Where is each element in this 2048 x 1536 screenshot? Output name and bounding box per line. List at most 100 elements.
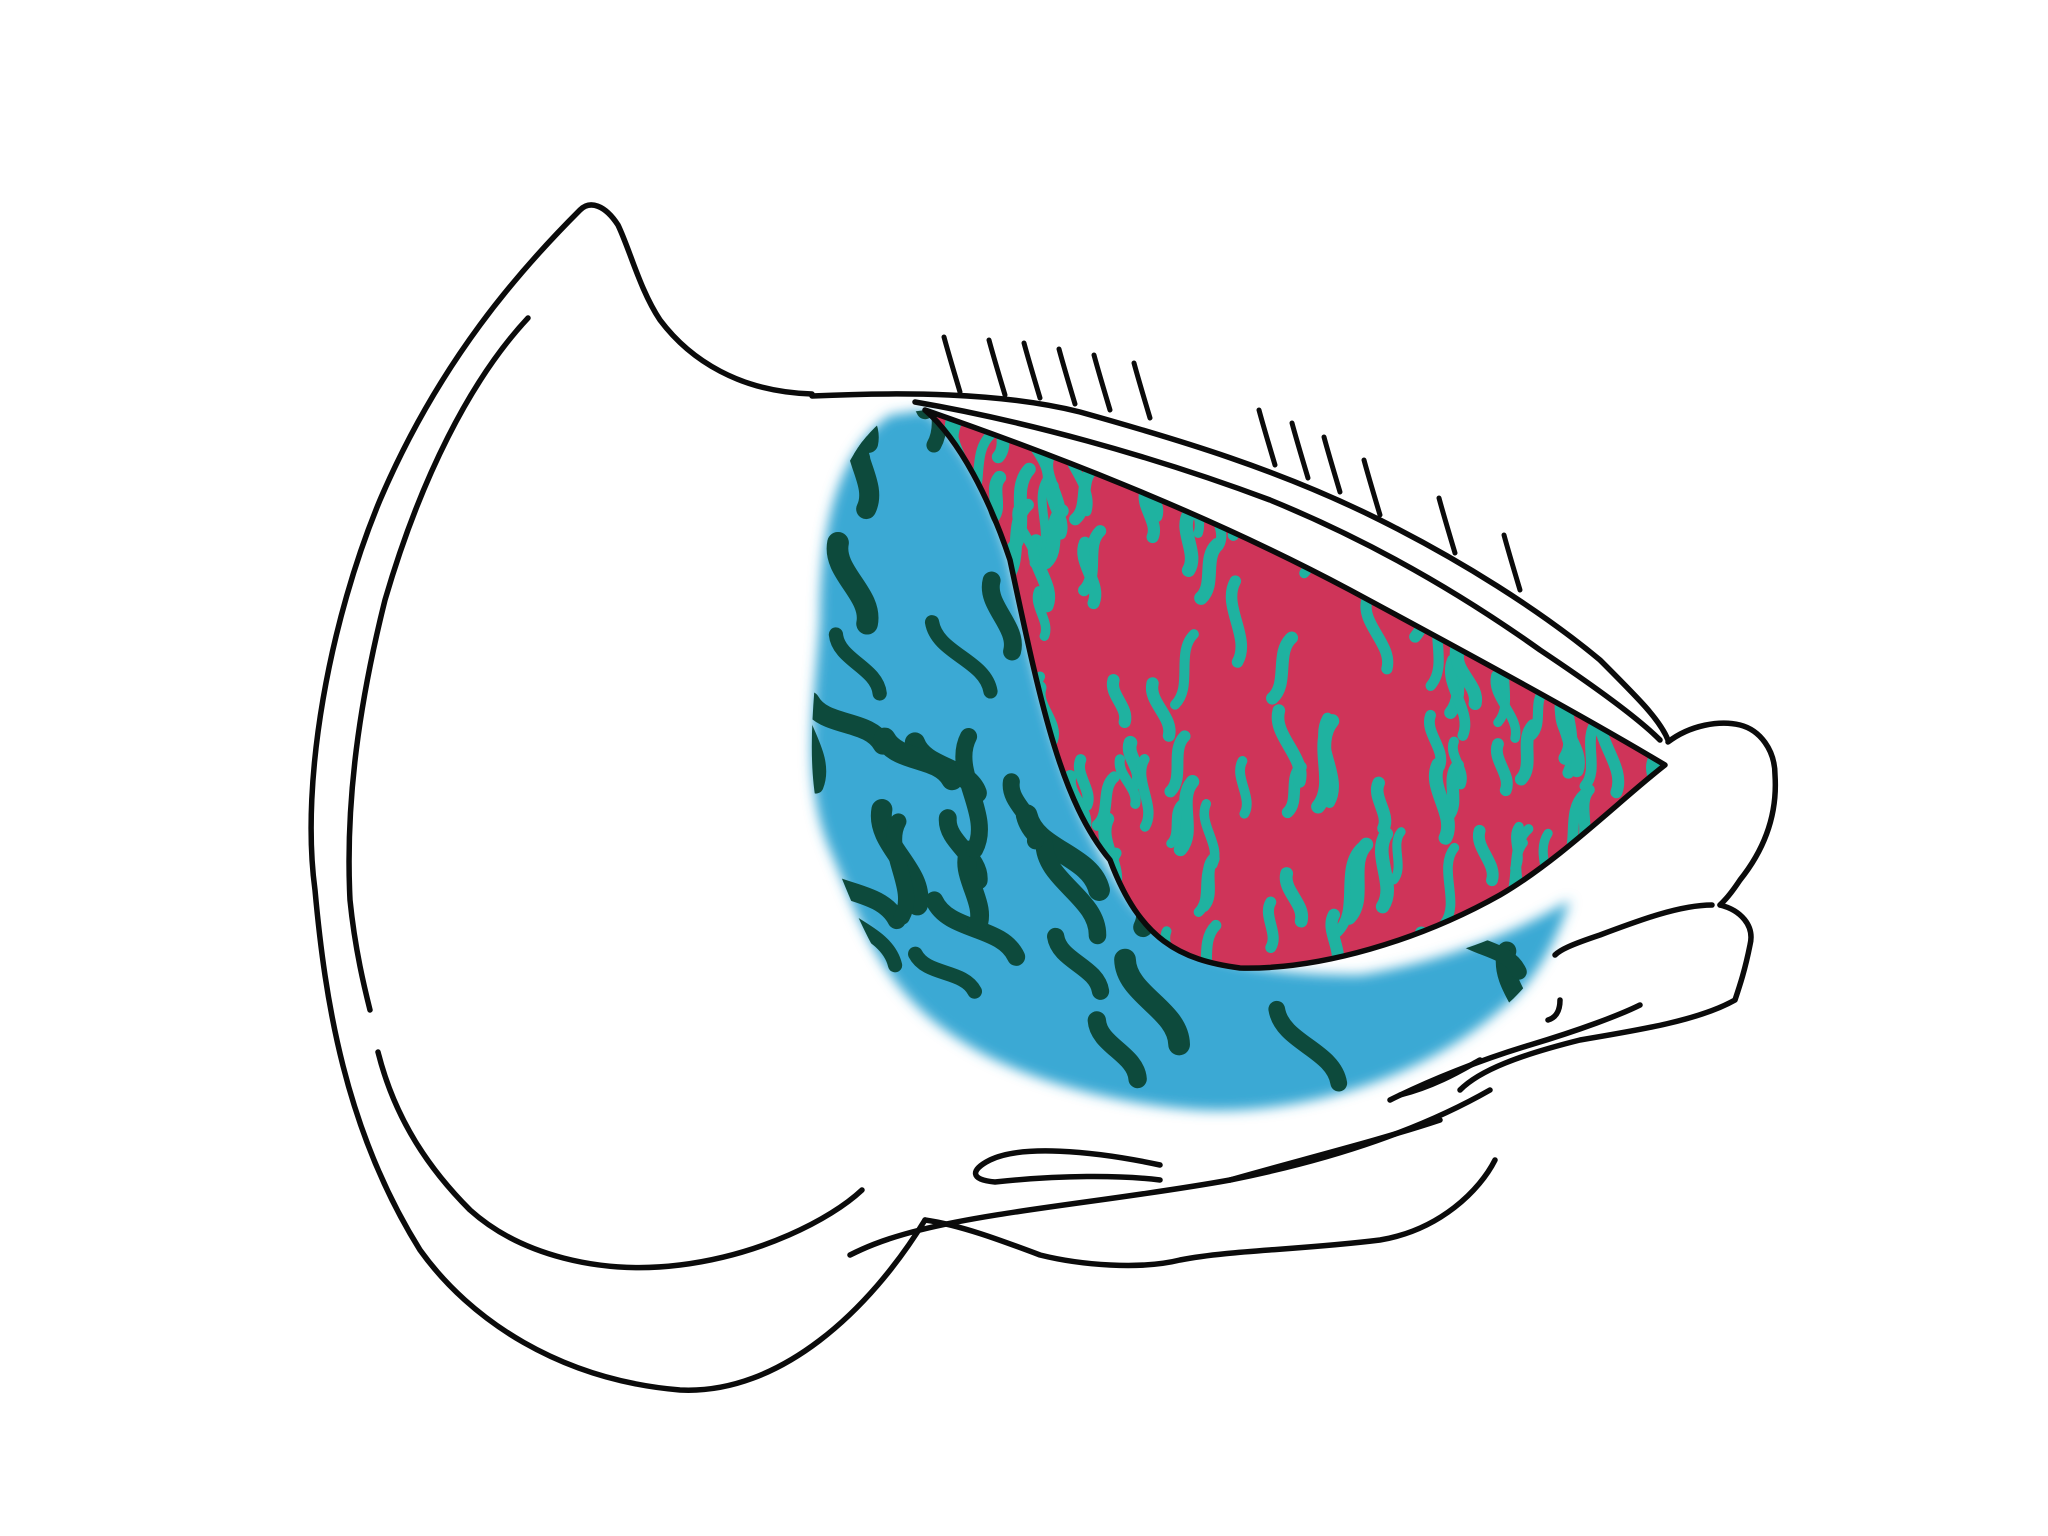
teal-stripe xyxy=(1637,857,1665,954)
teal-stripe xyxy=(1396,505,1422,598)
teal-stripe xyxy=(1227,461,1246,541)
teal-stripe xyxy=(1533,500,1552,558)
teal-stripe xyxy=(1593,859,1609,913)
blue-stripe xyxy=(885,813,915,925)
teal-stripe xyxy=(1032,586,1051,641)
blue-stripe xyxy=(1164,410,1230,435)
bristle xyxy=(1256,407,1278,468)
blue-stripe xyxy=(1035,833,1107,945)
blue-stripe xyxy=(924,615,998,699)
blue-stripe xyxy=(908,946,982,999)
teal-stripe xyxy=(1368,411,1399,490)
teal-stripe xyxy=(1472,824,1499,887)
teal-stripe xyxy=(1269,410,1293,459)
teal-stripe xyxy=(1114,754,1141,809)
teal-stripe xyxy=(1235,756,1252,819)
teal-stripe xyxy=(1360,594,1394,675)
blue-stripe xyxy=(873,727,963,791)
teal-stripe xyxy=(1135,754,1154,832)
teal-stripe xyxy=(1439,842,1460,929)
blue-stripe xyxy=(957,840,989,938)
teal-stripe xyxy=(1490,738,1513,797)
teal-stripe xyxy=(1587,414,1625,502)
teal-stripe xyxy=(1179,506,1199,578)
teal-stripe xyxy=(1077,536,1102,610)
teal-stripe xyxy=(1621,584,1640,673)
teal-stripe xyxy=(1644,548,1664,601)
teal-stripe xyxy=(1279,867,1309,928)
teal-stripe xyxy=(1603,491,1620,553)
teal-stripe xyxy=(1555,699,1585,778)
teal-stripe xyxy=(1166,799,1187,849)
blue-stripe xyxy=(1114,948,1190,1056)
bristle xyxy=(986,337,1008,398)
teal-stripe xyxy=(1622,446,1650,512)
teal-stripe xyxy=(1311,714,1340,814)
teal-stripe xyxy=(1370,776,1392,835)
teal-stripe xyxy=(1450,646,1483,711)
blue-stripe xyxy=(981,571,1022,661)
teal-stripe xyxy=(1106,674,1132,729)
blue-stripe xyxy=(1268,1000,1348,1092)
teal-stripe xyxy=(1038,503,1069,570)
teal-stripe xyxy=(1643,410,1662,455)
blue-stripe xyxy=(1087,1011,1147,1089)
bristle xyxy=(1131,360,1153,421)
blue-stripe xyxy=(1442,456,1477,538)
bristle xyxy=(941,334,963,395)
blue-stripe xyxy=(811,575,813,670)
teal-stripe xyxy=(1662,410,1665,455)
blue-stripe xyxy=(826,531,879,635)
teal-stripe xyxy=(1548,557,1566,608)
teal-stripe xyxy=(1091,771,1120,831)
teal-stripe xyxy=(1447,736,1467,790)
body-outline xyxy=(308,202,1779,1393)
teal-stripe xyxy=(1620,482,1644,546)
bristle xyxy=(1436,495,1458,556)
bristle xyxy=(1056,346,1078,407)
teal-stripe xyxy=(1617,453,1650,530)
teal-stripe xyxy=(1169,629,1199,710)
bristle xyxy=(1501,532,1523,593)
teal-stripe xyxy=(1478,515,1499,584)
teal-stripe xyxy=(1262,896,1279,954)
teal-stripe xyxy=(1644,828,1665,923)
teal-stripe xyxy=(1428,757,1455,845)
bristle xyxy=(1321,434,1343,495)
teal-stripe xyxy=(1391,502,1425,603)
blue-stripe xyxy=(955,727,988,859)
teal-stripe xyxy=(1635,410,1652,471)
teal-stripe xyxy=(1538,828,1553,913)
teal-stripe xyxy=(1199,799,1220,870)
blue-stripe xyxy=(1129,410,1194,474)
teal-stripe xyxy=(1375,827,1394,914)
teal-stripe xyxy=(1507,410,1532,495)
blue-stripe xyxy=(828,627,887,701)
teal-stripe xyxy=(1078,525,1107,597)
teal-stripe xyxy=(1194,537,1225,605)
red-patch-border xyxy=(922,407,1668,971)
teal-stripe xyxy=(1450,458,1476,545)
teal-stripe xyxy=(1414,514,1442,616)
teal-stripe xyxy=(1616,569,1639,666)
teal-stripe xyxy=(1173,774,1200,857)
blue-stripe xyxy=(917,410,947,453)
teal-stripe xyxy=(1612,837,1629,909)
teal-stripe xyxy=(1445,654,1471,741)
teal-stripe xyxy=(1389,827,1406,885)
teal-stripe xyxy=(1164,730,1191,798)
bristle xyxy=(1021,340,1043,401)
blue-stripe xyxy=(811,670,827,794)
teal-stripe xyxy=(1271,704,1307,788)
teal-stripe xyxy=(1073,754,1094,811)
teal-stripe xyxy=(1145,677,1176,742)
blue-stripe xyxy=(811,852,906,930)
teal-stripe xyxy=(1342,837,1374,925)
teal-stripe xyxy=(1593,463,1613,548)
teal-stripe xyxy=(1266,631,1299,705)
teal-stripe xyxy=(1225,575,1248,668)
teal-stripe xyxy=(1408,436,1425,490)
teal-stripe xyxy=(1447,410,1473,464)
